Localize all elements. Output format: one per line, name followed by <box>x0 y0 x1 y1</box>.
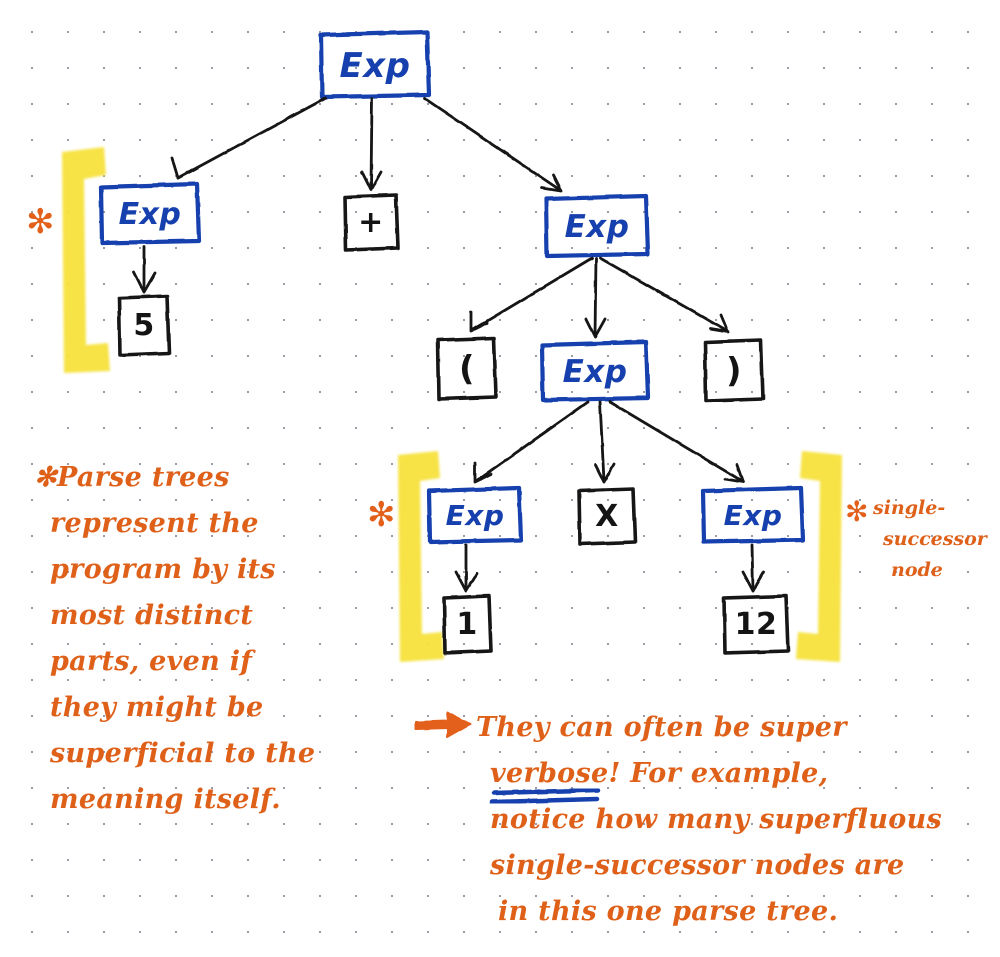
node-lparen: ( <box>458 348 476 389</box>
node-times: X <box>595 499 619 534</box>
note-line: verbose! For example, <box>490 758 829 789</box>
highlight-bracket-middle <box>398 451 444 662</box>
node-one: 1 <box>456 607 478 642</box>
edge-expright-rparen <box>598 256 729 333</box>
asterisk-middle-bracket: ✻ <box>367 495 396 535</box>
node-rparen: ) <box>725 350 743 391</box>
terminal-boxes <box>117 193 790 655</box>
edge-root-plus <box>369 97 374 190</box>
edge-root-expright <box>422 96 562 192</box>
note-single-successor: single- successor node <box>873 493 993 586</box>
highlight-bracket-left <box>62 147 110 373</box>
highlighter-group <box>62 147 842 662</box>
box-rparen <box>703 338 765 403</box>
node-exp-right: Exp <box>564 208 630 245</box>
note-line: most distinct <box>50 600 254 631</box>
box-exp-left <box>98 181 202 246</box>
note-line: meaning itself. <box>50 784 281 815</box>
node-exp-mid: Exp <box>562 353 628 390</box>
box-five <box>117 294 171 357</box>
tree-edges <box>132 96 766 593</box>
note-line: single- <box>873 497 946 519</box>
verbose-double-underline <box>489 787 601 805</box>
node-exp-b2: Exp <box>723 499 783 532</box>
note-line: parts, even if <box>50 646 253 677</box>
box-exp-b1 <box>426 485 524 545</box>
asterisk-left-bracket: ✻ <box>26 202 55 242</box>
note-parse-trees: ✻Parse trees represent the program by it… <box>34 455 374 823</box>
node-five: 5 <box>133 308 155 343</box>
edge-expb2-twelve <box>750 543 755 592</box>
node-plus: + <box>358 205 384 240</box>
node-exp-b1: Exp <box>445 499 505 532</box>
note-line: program by its <box>50 554 276 585</box>
note-line: notice how many superfluous <box>490 804 943 835</box>
edge-expmid-times <box>598 400 606 483</box>
edge-root-expleft <box>176 96 328 180</box>
edge-expmid-expb1 <box>474 400 590 483</box>
note-line: they might be <box>50 692 264 723</box>
edge-expright-lparen <box>470 256 594 332</box>
box-exp-mid <box>539 339 651 403</box>
edge-expright-expmid <box>593 256 598 338</box>
highlight-bracket-right <box>796 451 842 662</box>
note-verbose: They can often be super verbose! For exa… <box>476 705 976 935</box>
note-line: ✻Parse trees <box>34 462 230 493</box>
note-line: They can often be super <box>476 712 847 743</box>
node-exp-root: Exp <box>339 46 411 86</box>
asterisk-right-note: ✻ <box>845 495 869 528</box>
note-line: represent the <box>50 508 259 539</box>
note-line: superficial to the <box>50 738 316 769</box>
note-line: in this one parse tree. <box>498 896 839 927</box>
note-line: node <box>891 559 943 581</box>
box-lparen <box>436 336 498 401</box>
box-exp-b2 <box>700 485 806 545</box>
box-exp-root <box>318 29 432 100</box>
box-times <box>577 487 637 546</box>
edge-expmid-expb2 <box>608 400 744 483</box>
box-one <box>442 594 493 655</box>
node-twelve: 12 <box>734 607 778 642</box>
box-exp-right <box>543 193 651 259</box>
node-exp-left: Exp <box>118 196 182 232</box>
orange-arrow-icon <box>415 711 471 738</box>
note-line: successor <box>883 528 987 550</box>
box-twelve <box>722 594 790 655</box>
nonterminal-boxes <box>98 29 806 545</box>
note-line: single-successor nodes are <box>490 850 905 881</box>
box-plus <box>343 193 400 252</box>
